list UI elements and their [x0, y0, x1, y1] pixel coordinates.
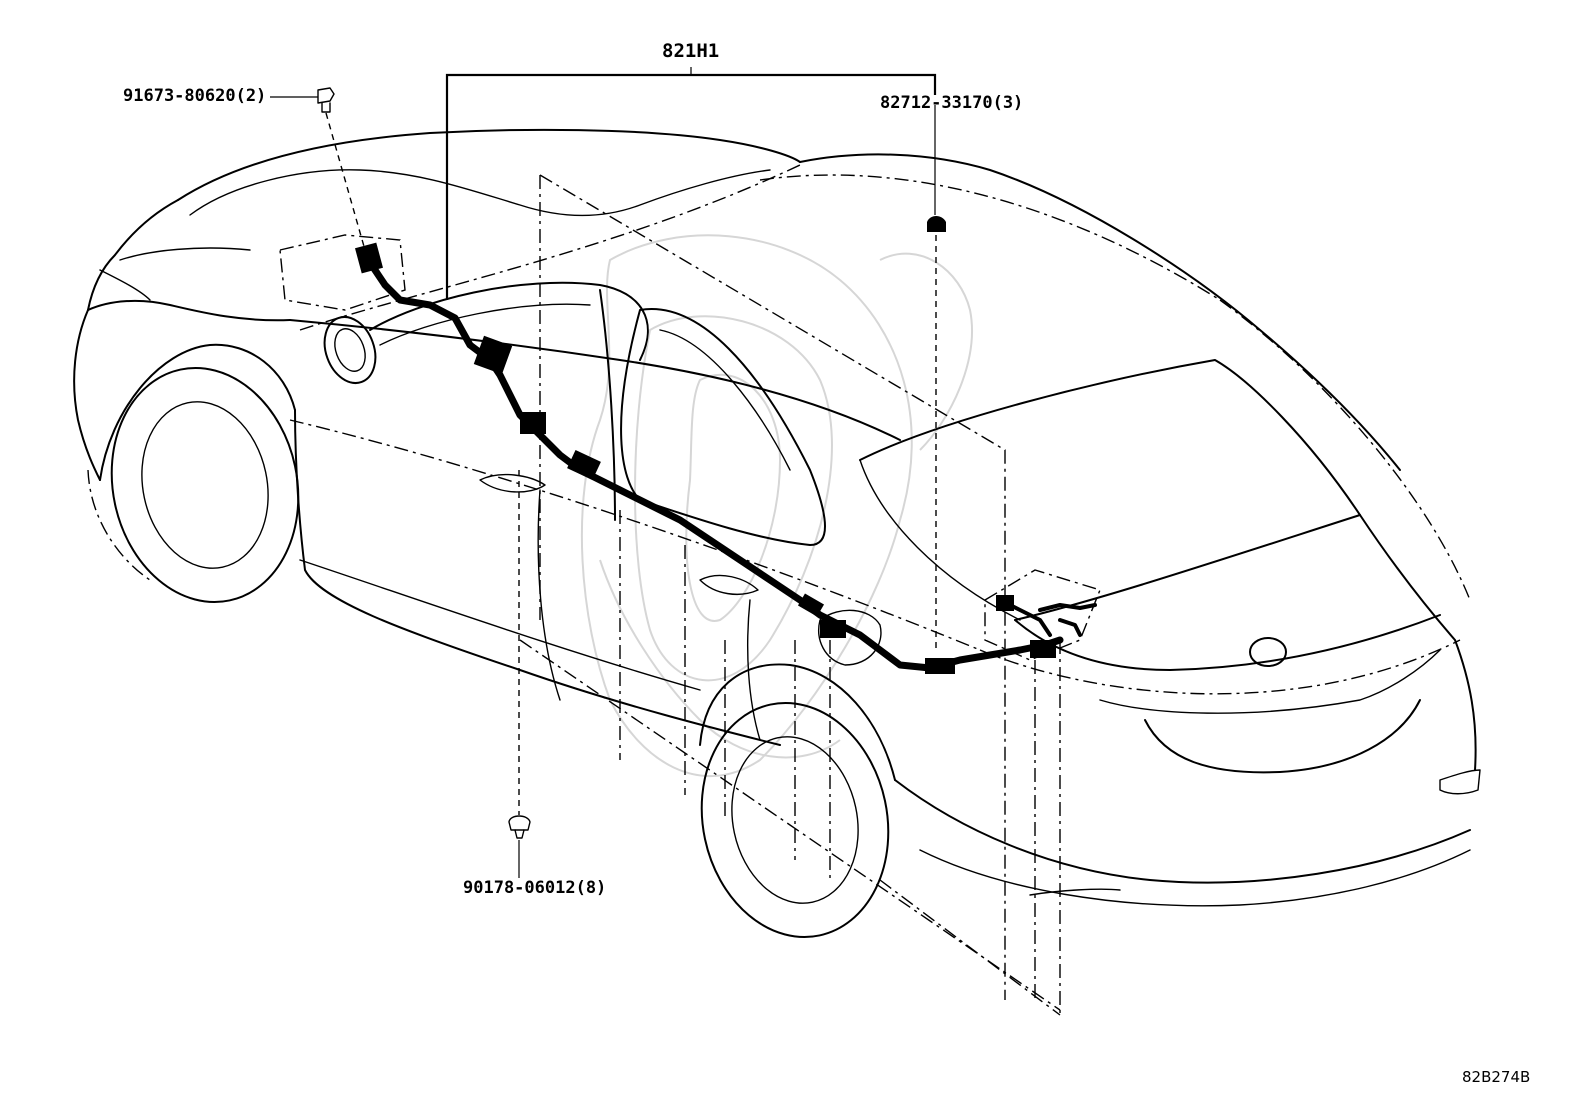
assembly-label: 821H1: [662, 40, 720, 62]
phantom-outline: [87, 164, 1471, 1016]
reference-code: 82B274B: [1462, 1068, 1531, 1086]
watermark-logo: [580, 234, 973, 778]
assembly-bracket: [445, 67, 937, 300]
bolt-part-number: 91673-80620(2): [123, 86, 267, 106]
wire-harness: [355, 242, 1097, 674]
clip-part: [508, 470, 531, 878]
clip-part-number: 90178-06012(8): [463, 878, 607, 898]
car-body: [73, 128, 1481, 938]
clamp-part: [927, 105, 946, 650]
clamp-part-number: 82712-33170(3): [880, 93, 1024, 113]
bolt-part: [270, 87, 366, 251]
